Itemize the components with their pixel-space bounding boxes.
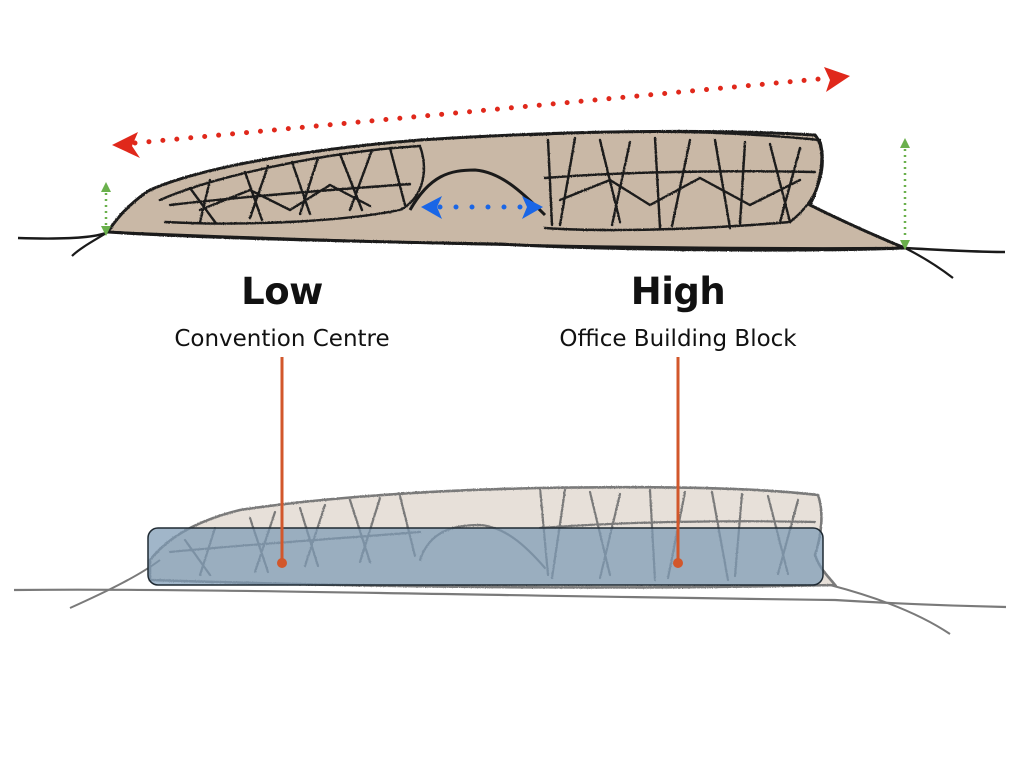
high-subheading: Office Building Block — [559, 326, 797, 352]
upper-massing-fill — [105, 129, 906, 252]
green-dotted-vertical-arrow-icon — [101, 182, 111, 236]
low-heading: Low — [241, 270, 323, 313]
upper-massing-sketch — [17, 129, 1006, 279]
upper-right-block-scribble — [528, 130, 824, 232]
leader-line-low — [277, 357, 287, 568]
upper-ground-line-left-trail — [71, 231, 109, 257]
blue-dotted-double-arrow-icon — [421, 196, 543, 219]
red-dotted-double-arrow-icon — [112, 67, 850, 158]
upper-ground-line-trail — [904, 247, 954, 279]
high-label: High Office Building Block — [559, 272, 796, 354]
green-dotted-vertical-arrow-icon — [900, 138, 910, 250]
low-label: Low Convention Centre — [174, 272, 389, 354]
upper-central-dip — [408, 168, 547, 217]
upper-left-block-scribble — [158, 144, 426, 225]
overlay-block — [147, 527, 824, 586]
leader-line-high — [673, 357, 683, 568]
low-subheading: Convention Centre — [174, 326, 390, 352]
high-heading: High — [630, 270, 726, 313]
